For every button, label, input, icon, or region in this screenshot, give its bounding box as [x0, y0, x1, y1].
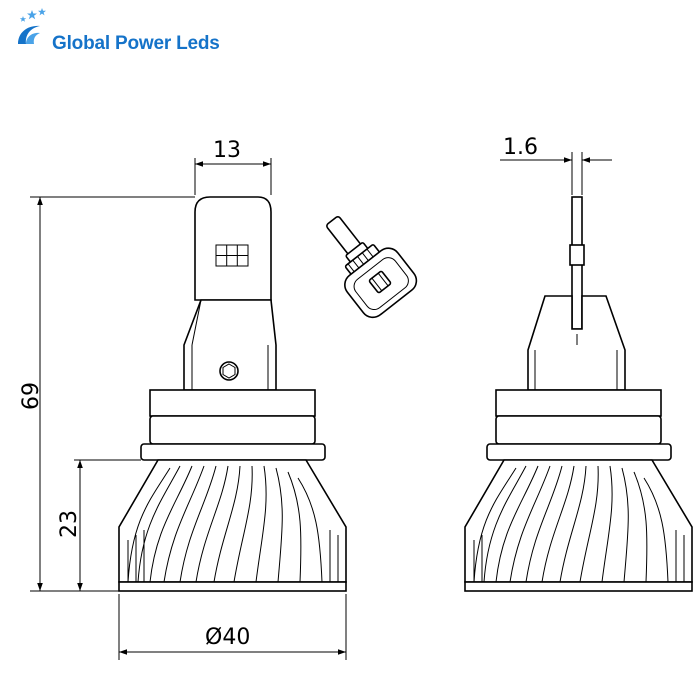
- brand-name: Global Power Leds: [52, 33, 220, 54]
- brand-logo: Global Power Leds: [8, 6, 248, 54]
- led-bulb-side-icon: [464, 196, 693, 592]
- dimension-total-height: 69: [19, 196, 195, 592]
- dimension-label-diameter: Ø40: [205, 625, 250, 650]
- dimension-label-top-width: 13: [213, 138, 241, 163]
- dimension-heatsink-height: 23: [57, 459, 141, 591]
- dimension-plate-thickness: 1.6: [500, 135, 612, 195]
- brand-logo-icon: [18, 8, 46, 44]
- dimension-diameter: Ø40: [118, 594, 347, 660]
- dimension-label-heatsink-height: 23: [57, 510, 82, 538]
- led-bulb-front-icon: [118, 196, 347, 592]
- dimension-label-plate-thickness: 1.6: [503, 135, 538, 160]
- dimension-label-total-height: 69: [19, 382, 44, 410]
- dimension-top-width: 13: [194, 138, 272, 195]
- led-chip-icon: [215, 244, 249, 267]
- connector-plug-icon: [326, 216, 418, 319]
